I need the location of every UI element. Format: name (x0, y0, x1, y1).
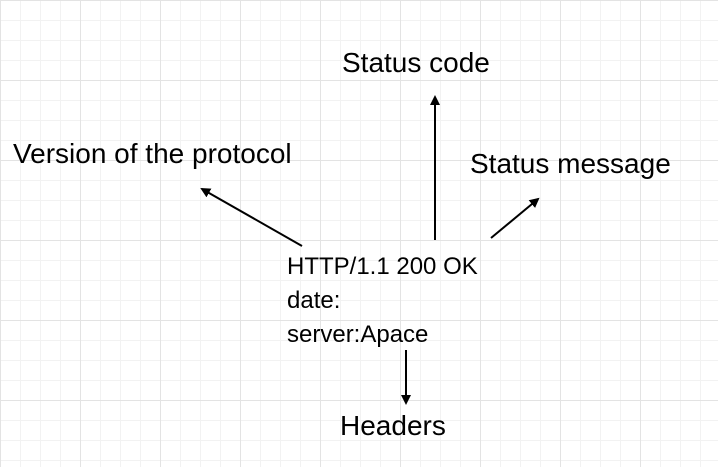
arrow-to-version (200, 188, 303, 247)
status-line: HTTP/1.1 200 OK (287, 253, 478, 280)
date-header-line: date: (287, 287, 341, 314)
server-header-line: server:Apace (287, 321, 429, 348)
status-message-label: Status message (470, 148, 671, 179)
version-label: Version of the protocol (13, 138, 292, 169)
http-response-block: HTTP/1.1 200 OK date: server:Apace (287, 250, 478, 352)
status-code-label: Status code (342, 47, 490, 78)
arrow-to-status-message (490, 197, 540, 239)
headers-label: Headers (340, 410, 446, 441)
